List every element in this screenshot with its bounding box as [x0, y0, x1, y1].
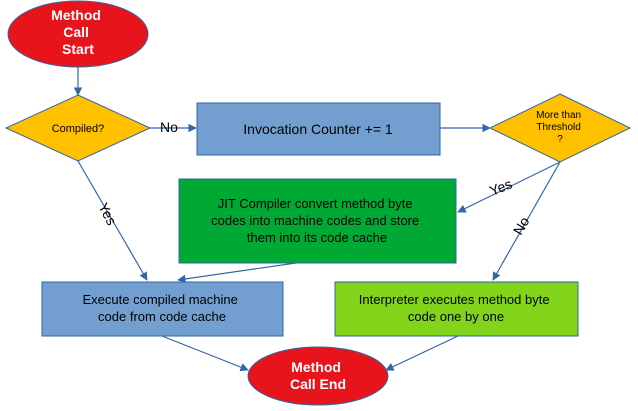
compiled-label: Compiled?: [52, 123, 105, 135]
edge-jit-to-execute: [177, 262, 297, 284]
start-ellipse: [7, 0, 149, 68]
edge-label-threshold-no: No: [510, 214, 533, 238]
node-compiled-decision: Compiled?: [4, 94, 152, 162]
start-line-1: Method: [51, 7, 101, 23]
node-method-call-end: Method Call End: [247, 346, 389, 406]
threshold-line-3: ?: [557, 134, 563, 145]
counter-label: Invocation Counter += 1: [243, 121, 393, 137]
interpret-line-1: Interpreter executes method byte: [359, 292, 550, 307]
jit-box: [178, 178, 457, 264]
execute-line-1: Execute compiled machine: [83, 292, 238, 307]
svg-text:Method Call End: Method Call End: [290, 359, 346, 392]
edge-compiled-to-execute: [77, 160, 148, 281]
node-invocation-counter: Invocation Counter += 1: [196, 102, 441, 156]
threshold-diamond: [488, 93, 632, 163]
edge-label-compiled-no: No: [160, 119, 178, 135]
edges: [73, 67, 561, 372]
svg-text:Method Call Start: Method Call Start: [51, 7, 105, 57]
edge-execute-to-end: [161, 335, 249, 372]
jit-line-3: them into its code cache: [247, 230, 387, 245]
node-method-call-start: Method Call Start: [7, 0, 149, 68]
compiled-diamond: [4, 94, 152, 162]
jit-line-1: JIT Compiler convert method byte: [218, 196, 413, 211]
edge-interpret-to-end: [385, 335, 459, 371]
jit-line-2: codes into machine codes and store: [211, 213, 419, 228]
end-ellipse: [247, 346, 389, 406]
interpret-line-2: code one by one: [408, 309, 504, 324]
edge-threshold-to-jit: [457, 161, 561, 213]
node-jit-compiler: JIT Compiler convert method byte codes i…: [178, 178, 457, 264]
node-threshold-decision: More than Threshold ?: [488, 93, 632, 163]
edge-label-threshold-yes: Yes: [487, 175, 514, 198]
execute-box: [41, 281, 284, 337]
svg-text:More than Threshold: More than Threshold ?: [536, 110, 584, 145]
interpret-box: [334, 281, 579, 337]
threshold-line-2: Threshold: [536, 122, 580, 133]
edge-threshold-to-interpret: [492, 161, 561, 281]
svg-text:Interpreter executes method by: Interpreter executes method byte code on…: [359, 292, 553, 324]
node-execute-compiled: Execute compiled machine code from code …: [41, 281, 284, 337]
svg-text:JIT Compiler convert method by: JIT Compiler convert method byte codes i…: [211, 196, 423, 245]
end-line-2: Call End: [290, 376, 346, 392]
svg-text:Execute compiled machine: Execute compiled machine code from code …: [83, 292, 242, 324]
end-line-1: Method: [291, 359, 341, 375]
node-interpreter: Interpreter executes method byte code on…: [334, 281, 579, 337]
start-line-2: Call: [63, 24, 89, 40]
edge-label-compiled-yes: Yes: [95, 200, 120, 228]
execute-line-2: code from code cache: [98, 309, 226, 324]
threshold-line-1: More than: [536, 110, 581, 121]
counter-box: [196, 102, 441, 156]
start-line-3: Start: [62, 41, 94, 57]
